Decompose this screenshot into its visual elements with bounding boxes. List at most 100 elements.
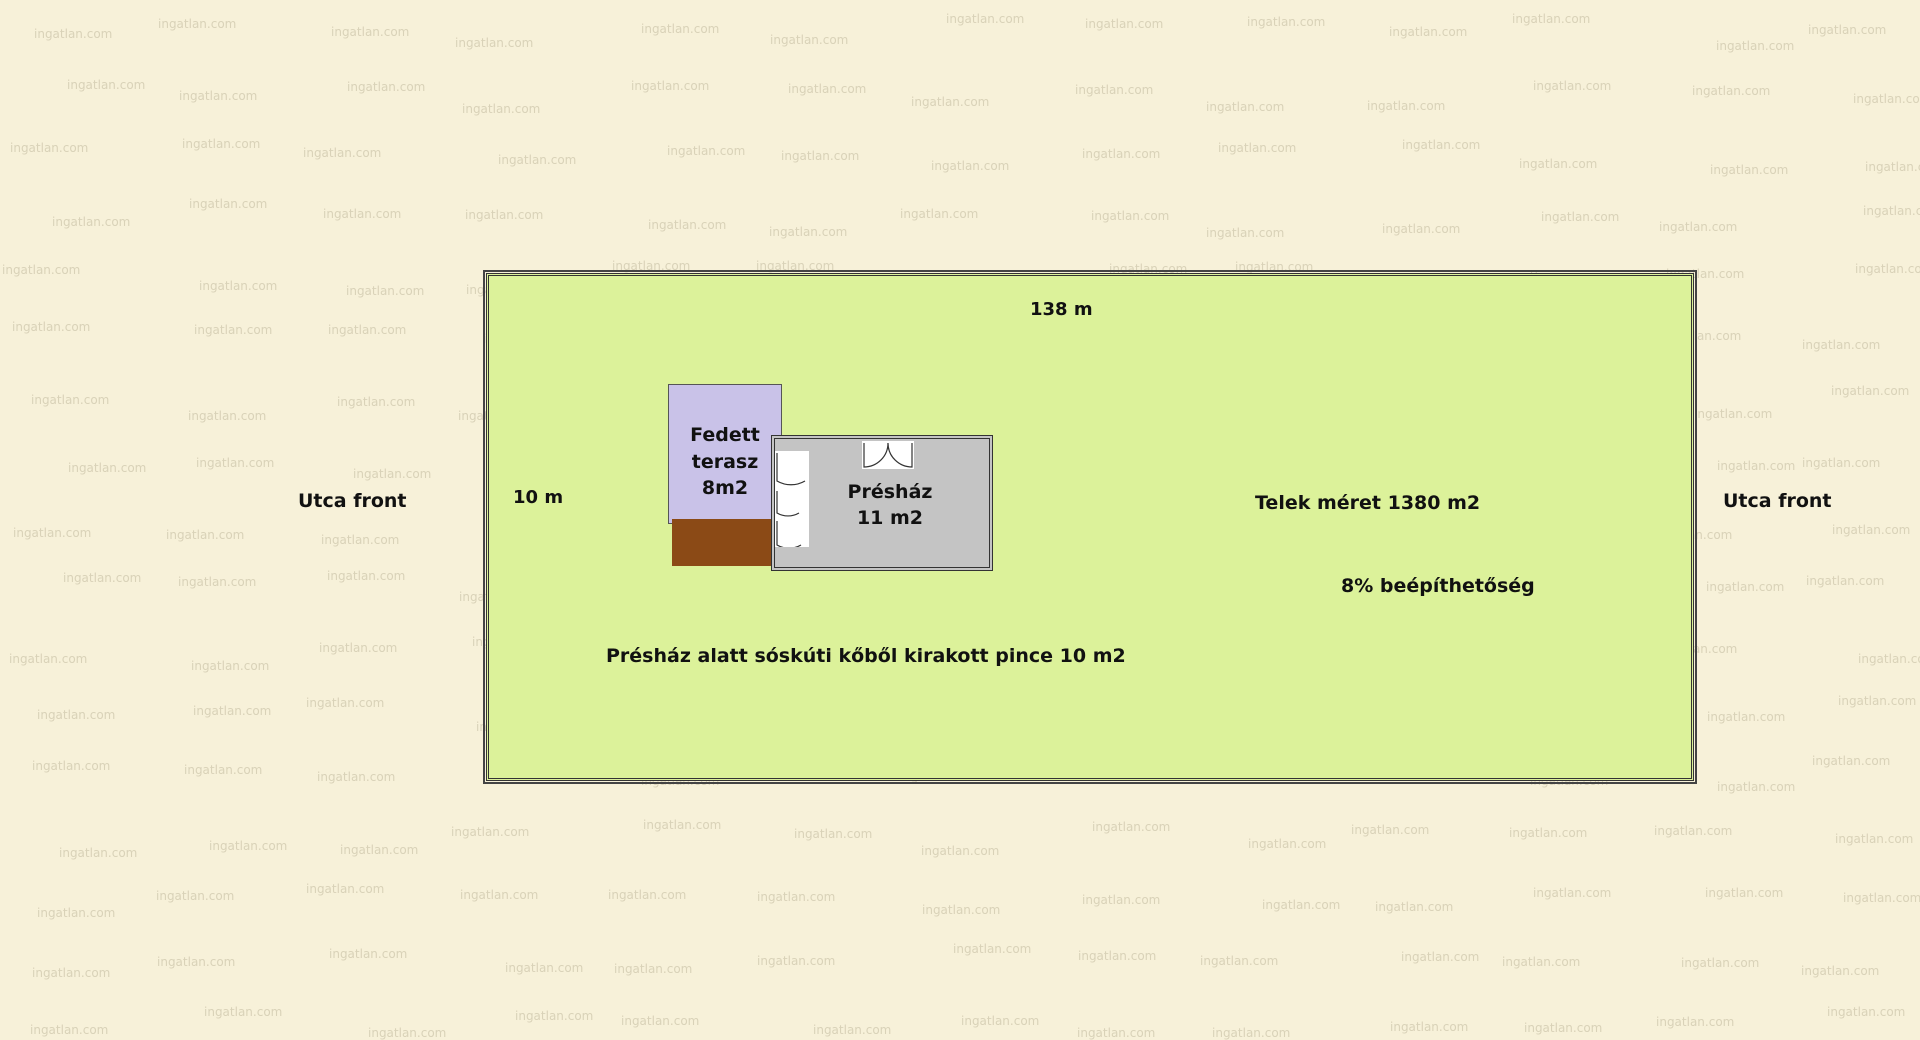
watermark-text: ingatlan.com <box>306 696 385 710</box>
watermark-text: ingatlan.com <box>353 467 432 481</box>
watermark-text: ingatlan.com <box>32 759 111 773</box>
press-house-label-line2: 11 m2 <box>856 507 924 529</box>
watermark-text: ingatlan.com <box>193 704 272 718</box>
watermark-text: ingatlan.com <box>327 569 406 583</box>
watermark-text: ingatlan.com <box>182 137 261 151</box>
watermark-text: ingatlan.com <box>781 149 860 163</box>
watermark-text: ingatlan.com <box>1863 204 1920 218</box>
watermark-text: ingatlan.com <box>337 395 416 409</box>
watermark-text: ingatlan.com <box>1082 147 1161 161</box>
watermark-text: ingatlan.com <box>1654 824 1733 838</box>
watermark-text: ingatlan.com <box>191 659 270 673</box>
watermark-text: ingatlan.com <box>37 906 116 920</box>
watermark-text: ingatlan.com <box>451 825 530 839</box>
watermark-text: ingatlan.com <box>1077 1026 1156 1040</box>
watermark-text: ingatlan.com <box>1200 954 1279 968</box>
watermark-text: ingatlan.com <box>196 456 275 470</box>
watermark-text: ingatlan.com <box>1855 262 1920 276</box>
watermark-text: ingatlan.com <box>1375 900 1454 914</box>
watermark-text: ingatlan.com <box>12 320 91 334</box>
watermark-text: ingatlan.com <box>2 263 81 277</box>
watermark-text: ingatlan.com <box>1218 141 1297 155</box>
watermark-text: ingatlan.com <box>1402 138 1481 152</box>
watermark-text: ingatlan.com <box>13 526 92 540</box>
terrace-label-line2: terasz <box>691 451 759 473</box>
watermark-text: ingatlan.com <box>1659 220 1738 234</box>
watermark-text: ingatlan.com <box>1802 456 1881 470</box>
watermark-text: ingatlan.com <box>1706 580 1785 594</box>
watermark-text: ingatlan.com <box>331 25 410 39</box>
watermark-text: ingatlan.com <box>1707 710 1786 724</box>
watermark-text: ingatlan.com <box>498 153 577 167</box>
watermark-text: ingatlan.com <box>199 279 278 293</box>
watermark-text: ingatlan.com <box>769 225 848 239</box>
watermark-text: ingatlan.com <box>1808 23 1887 37</box>
watermark-text: ingatlan.com <box>1206 226 1285 240</box>
watermark-text: ingatlan.com <box>1235 260 1314 274</box>
watermark-text: ingatlan.com <box>1692 84 1771 98</box>
watermark-text: ingatlan.com <box>166 528 245 542</box>
press-door-top-icon <box>862 441 914 469</box>
watermark-text: ingatlan.com <box>1827 1005 1906 1019</box>
watermark-text: ingatlan.com <box>1382 222 1461 236</box>
watermark-text: ingatlan.com <box>1716 39 1795 53</box>
watermark-text: ingatlan.com <box>329 947 408 961</box>
watermark-text: ingatlan.com <box>1401 950 1480 964</box>
watermark-text: ingatlan.com <box>1092 820 1171 834</box>
watermark-text: ingatlan.com <box>756 259 835 273</box>
watermark-text: ingatlan.com <box>68 461 147 475</box>
watermark-text: ingatlan.com <box>1390 1020 1469 1034</box>
watermark-text: ingatlan.com <box>631 79 710 93</box>
watermark-text: ingatlan.com <box>770 33 849 47</box>
watermark-text: ingatlan.com <box>648 218 727 232</box>
watermark-text: ingatlan.com <box>667 144 746 158</box>
watermark-text: ingatlan.com <box>1681 956 1760 970</box>
watermark-text: ingatlan.com <box>59 846 138 860</box>
watermark-text: ingatlan.com <box>900 207 979 221</box>
watermark-text: ingatlan.com <box>757 890 836 904</box>
watermark-text: ingatlan.com <box>1082 893 1161 907</box>
watermark-text: ingatlan.com <box>1248 837 1327 851</box>
watermark-text: ingatlan.com <box>321 533 400 547</box>
watermark-text: ingatlan.com <box>1802 338 1881 352</box>
watermark-text: ingatlan.com <box>1367 99 1446 113</box>
watermark-text: ingatlan.com <box>1247 15 1326 29</box>
watermark-text: ingatlan.com <box>52 215 131 229</box>
watermark-text: ingatlan.com <box>953 942 1032 956</box>
watermark-text: ingatlan.com <box>1656 1015 1735 1029</box>
watermark-text: ingatlan.com <box>460 888 539 902</box>
plot-size-label: Telek méret 1380 m2 <box>1255 492 1481 514</box>
watermark-text: ingatlan.com <box>1541 210 1620 224</box>
watermark-text: ingatlan.com <box>37 708 116 722</box>
watermark-text: ingatlan.com <box>1524 1021 1603 1035</box>
watermark-text: ingatlan.com <box>455 36 534 50</box>
watermark-text: ingatlan.com <box>368 1026 447 1040</box>
watermark-text: ingatlan.com <box>347 80 426 94</box>
watermark-text: ingatlan.com <box>1389 25 1468 39</box>
terrace-label-line3: 8m2 <box>701 477 749 499</box>
buildable-ratio-label: 8% beépíthetőség <box>1341 575 1535 597</box>
watermark-text: ingatlan.com <box>1212 1026 1291 1040</box>
watermark-text: ingatlan.com <box>1091 209 1170 223</box>
cellar-note-label: Présház alatt sóskúti kőből kirakott pin… <box>606 645 1126 667</box>
watermark-text: ingatlan.com <box>931 159 1010 173</box>
press-door-left-icon <box>775 451 809 547</box>
watermark-text: ingatlan.com <box>1109 262 1188 276</box>
press-house-label-line1: Présház <box>847 481 933 503</box>
watermark-text: ingatlan.com <box>515 1009 594 1023</box>
watermark-text: ingatlan.com <box>1717 780 1796 794</box>
terrace-label-line1: Fedett <box>690 424 760 446</box>
watermark-text: ingatlan.com <box>1812 754 1891 768</box>
street-front-right-label: Utca front <box>1723 490 1832 512</box>
watermark-text: ingatlan.com <box>328 323 407 337</box>
watermark-text: ingatlan.com <box>157 955 236 969</box>
watermark-text: ingatlan.com <box>1206 100 1285 114</box>
watermark-text: ingatlan.com <box>1806 574 1885 588</box>
watermark-text: ingatlan.com <box>465 208 544 222</box>
watermark-text: ingatlan.com <box>306 882 385 896</box>
watermark-text: ingatlan.com <box>1519 157 1598 171</box>
watermark-text: ingatlan.com <box>1843 891 1920 905</box>
watermark-text: ingatlan.com <box>1509 826 1588 840</box>
watermark-text: ingatlan.com <box>340 843 419 857</box>
watermark-text: ingatlan.com <box>158 17 237 31</box>
